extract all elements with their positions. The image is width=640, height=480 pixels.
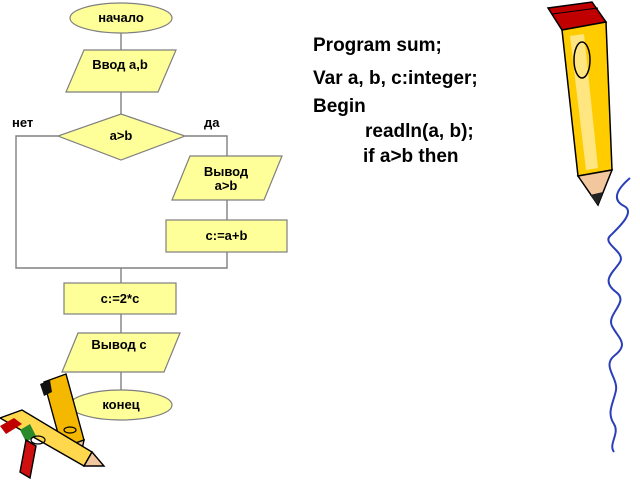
code-line-readln: readln(a, b); bbox=[365, 121, 474, 142]
input-label: Ввод a,b bbox=[92, 57, 148, 72]
code-line-begin: Begin bbox=[313, 96, 366, 117]
no-label: нет bbox=[12, 115, 34, 130]
output-cmp-label: Вывод a>b bbox=[203, 164, 249, 193]
yes-label: да bbox=[204, 115, 220, 130]
line-assign-merge bbox=[121, 252, 228, 269]
assign-double-process bbox=[63, 282, 177, 315]
start-label: начало bbox=[98, 10, 144, 25]
pencil-icon bbox=[546, 1, 614, 207]
code-line-program: Program sum; bbox=[313, 35, 442, 56]
input-parallelogram bbox=[65, 49, 177, 93]
code-line-if: if a>b then bbox=[363, 146, 459, 167]
condition-label: a>b bbox=[109, 128, 133, 143]
scribble-line bbox=[607, 177, 631, 453]
code-line-var: Var a, b, c:integer; bbox=[313, 68, 478, 89]
connector-lines bbox=[15, 32, 228, 391]
crayons-icon bbox=[0, 373, 106, 480]
assign-double-label: c:=2*c bbox=[100, 291, 140, 306]
assign-sum-label: c:=a+b bbox=[205, 228, 248, 243]
start-terminal bbox=[69, 2, 173, 34]
output-c-label: Вывод с bbox=[91, 337, 147, 352]
assign-sum-process bbox=[165, 219, 288, 253]
output-c-parallelogram bbox=[61, 332, 181, 373]
end-label: конец bbox=[102, 397, 140, 412]
line-branch-no bbox=[15, 135, 121, 269]
line-branch-yes bbox=[185, 135, 228, 156]
output-cmp-parallelogram bbox=[171, 155, 283, 201]
condition-diamond bbox=[56, 113, 187, 161]
